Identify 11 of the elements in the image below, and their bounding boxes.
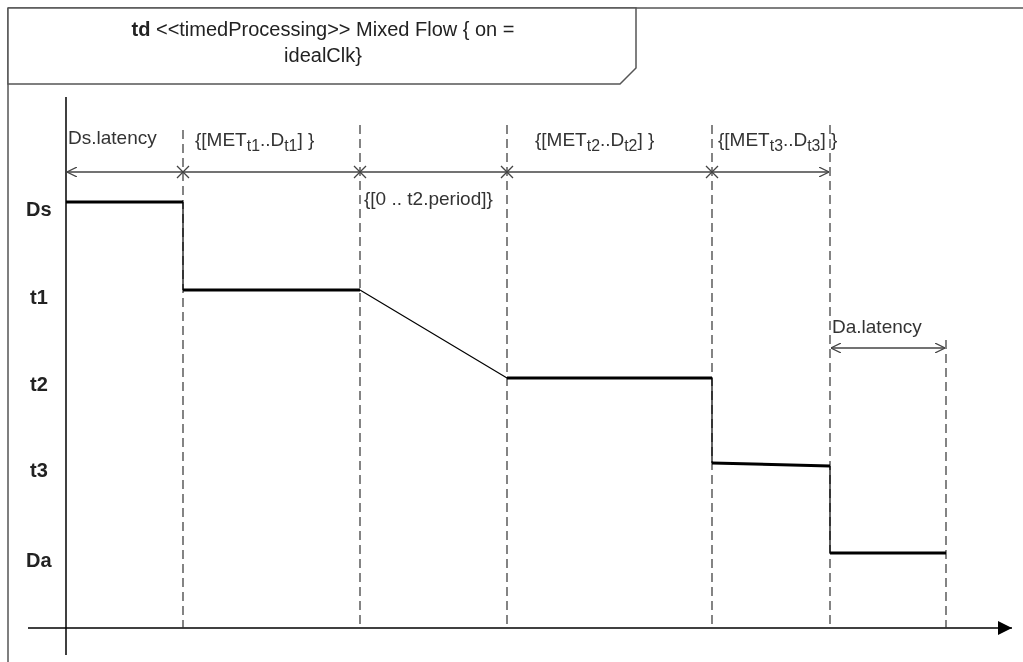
lifeline-label: Da <box>26 549 52 571</box>
lifeline-label: t3 <box>30 459 48 481</box>
constraint-label: {[MET$_{t1}$..D$_{t1}$] } <box>195 129 315 156</box>
constraint-label: {[MET$_{t3}$..D$_{t3}$] } <box>718 129 838 156</box>
constraint-label: Ds.latency <box>68 127 157 149</box>
lifeline-label: t1 <box>30 286 48 308</box>
constraint-label: {[MET$_{t2}$..D$_{t2}$] } <box>535 129 655 156</box>
lifeline-label: t2 <box>30 373 48 395</box>
lifeline-label: Ds <box>26 198 52 220</box>
constraint-label: Da.latency <box>832 316 922 338</box>
diagram-title: td <<timedProcessing>> Mixed Flow { on = idealClk} <box>130 17 516 68</box>
